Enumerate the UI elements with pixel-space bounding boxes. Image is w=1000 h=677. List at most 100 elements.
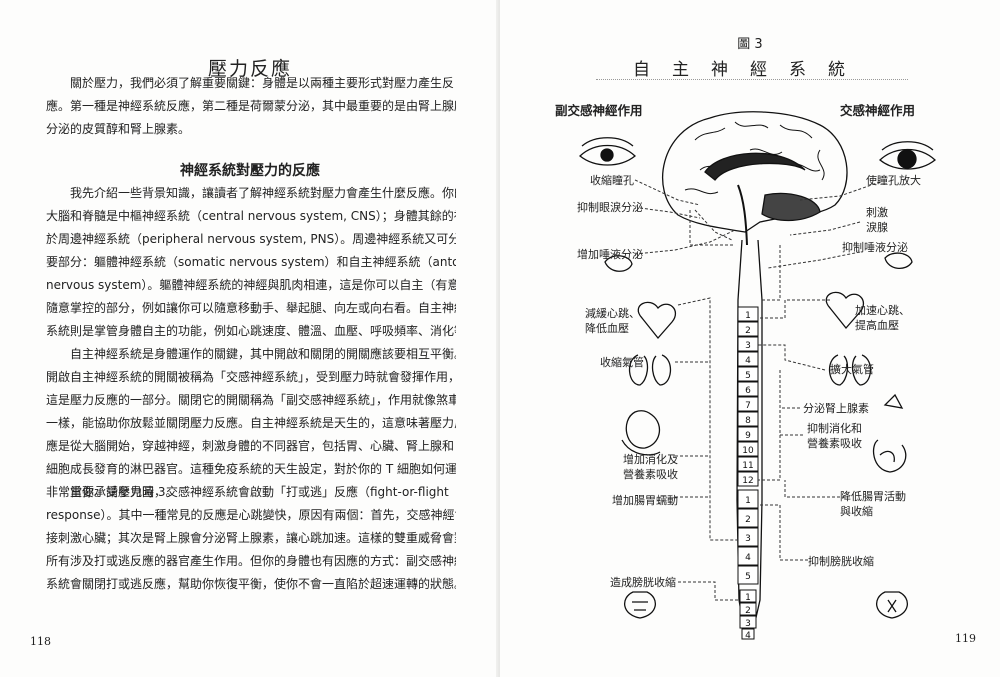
nerve-connectors: [634, 179, 881, 601]
label-constrict-bronchi: 收縮氣管: [600, 356, 644, 369]
stomach-left: [621, 410, 661, 456]
figure-number: 圖 3: [737, 37, 763, 52]
lungs-left: [628, 354, 672, 386]
vertebra-label: 1: [745, 496, 751, 506]
label-stimulate-tears: 刺激 淚腺: [866, 205, 888, 235]
brain-outline: [662, 111, 848, 233]
page-number: 118: [30, 635, 51, 648]
label-bladder-contract: 造成膀胱收縮: [610, 576, 676, 589]
label-line: 加速心跳、: [855, 304, 910, 317]
vertebra-label: 11: [742, 461, 753, 471]
heart-right: [825, 291, 865, 330]
vertebra-label: 3: [745, 619, 751, 629]
label-line: 減緩心跳、: [585, 307, 640, 320]
text-line: response）。其中一種常見的反應是心跳變快，原因有兩個：首先，交感神經會直: [46, 508, 456, 522]
label-line: 降低腸胃活動: [840, 490, 906, 503]
page-title: 壓力反應: [207, 58, 292, 80]
vertebra-label: 1: [745, 593, 751, 603]
text-line: 於周邊神經系統（peripheral nervous system, PNS）。…: [46, 232, 456, 246]
heart-left: [637, 301, 677, 340]
text-line: 一樣，能協助你放鬆並關閉壓力反應。自主神經系統是天生的，這意味著壓力反: [46, 416, 456, 430]
section-heading: 神經系統對壓力的反應: [180, 163, 320, 179]
label-inhibit-bladder: 抑制膀胱收縮: [808, 555, 874, 568]
page-number: 119: [955, 632, 976, 645]
text-line: 開啟自主神經系統的開關被稱為「交感神經系統」，受到壓力時就會發揮作用，: [46, 370, 456, 384]
vertebra-label: 3: [745, 534, 751, 544]
label-line: 提高血壓: [855, 319, 899, 332]
label-dilate-bronchi: 擴大氣管: [830, 363, 874, 376]
figure-title-rule: [596, 79, 908, 80]
label-line: 降低血壓: [585, 322, 629, 335]
text-line: 大腦和脊髓是中樞神經系統（central nervous system, CNS…: [46, 209, 456, 223]
text-line: nervous system）。軀體神經系統的神經與肌肉相連，這是你可以自主（有…: [46, 278, 456, 292]
vertebra-label: 8: [745, 416, 751, 426]
corpus-callosum: [704, 152, 806, 181]
vertebrae: [737, 306, 759, 640]
label-inhibit-saliva: 抑制唾液分泌: [842, 241, 908, 254]
paragraph-cns: 我先介紹一些背景知識，讓讀者了解神經系統對壓力會產生什麼反應。你的 大腦和脊髓是…: [46, 182, 456, 343]
figure-title: 自主神經系統: [633, 60, 867, 80]
text-line: 所有涉及打或逃反應的器官產生作用。但你的身體也有因應的方式：副交感神經: [46, 554, 456, 568]
vertebra-label: 5: [745, 371, 751, 381]
text-line: 應。第一種是神經系統反應，第二種是荷爾蒙分泌，其中最重要的是由腎上腺所: [46, 99, 456, 113]
vertebra-label: 4: [745, 356, 751, 366]
left-page: 壓力反應 關於壓力，我們必須了解重要關鍵：身體是以兩種主要形式對壓力產生反 應。…: [30, 58, 456, 648]
vertebra-label: 2: [745, 515, 751, 525]
text-line: 系統則是掌管身體自主的功能，例如心跳速度、體溫、血壓、呼吸頻率、消化等。: [46, 324, 456, 338]
text-line: 這是壓力反應的一部分。關閉它的開關稱為「副交感神經系統」，作用就像煞車: [46, 393, 456, 407]
brainstem: [737, 184, 748, 246]
text-line: 細胞成長發育的淋巴器官。這種免疫系統的天生設定，對於你的 T 細胞如何運作: [46, 462, 456, 476]
intestines-right: [872, 439, 907, 473]
text-line: 分泌的皮質醇和腎上腺素。: [46, 122, 191, 136]
label-reduce-bowel: 降低腸胃活動 與收縮: [840, 489, 906, 519]
vertebra-label: 9: [745, 431, 751, 441]
salivary-gland-right: [884, 252, 913, 269]
label-constrict-pupil: 收縮瞳孔: [590, 174, 634, 187]
text-line: 我先介紹一些背景知識，讓讀者了解神經系統對壓力會產生什麼反應。你的: [70, 186, 456, 200]
label-line: 增加消化及: [623, 453, 678, 466]
text-line: 關於壓力，我們必須了解重要關鍵：身體是以兩種主要形式對壓力產生反: [70, 76, 455, 90]
salivary-gland-left: [604, 255, 633, 272]
text-line: 隨意掌控的部分，例如讓你可以隨意移動手、舉起腿、向左或向右看。自主神經: [46, 301, 456, 315]
text-line: 要部分：軀體神經系統（somatic nervous system）和自主神經系…: [46, 255, 456, 269]
text-line: 接刺激心臟；其次是腎上腺會分泌腎上腺素，讓心跳加速。這樣的雙重威脅會對: [46, 531, 456, 545]
label-speed-heart: 加速心跳、 提高血壓: [855, 303, 910, 333]
adrenal-gland-right: [883, 393, 904, 409]
parasympathetic-heading: 副交感神經作用: [555, 103, 643, 118]
label-increase-digestion: 增加消化及 營養素吸收: [623, 452, 678, 482]
text-line: 應是從大腦開始，穿越神經，刺激身體的不同器官，包括胃、心臟、腎上腺和 T: [46, 439, 456, 453]
label-inhibit-digestion: 抑制消化和 營養素吸收: [807, 421, 862, 451]
text-line: 系統會關閉打或逃反應，幫助你恢復平衡，使你不會一直陷於超速運轉的狀態。: [46, 577, 456, 591]
label-line: 與收縮: [840, 505, 873, 518]
vertebra-label: 12: [742, 476, 753, 486]
text-line: 當你承受壓力時，交感神經系統會啟動「打或逃」反應（fight-or-flight: [70, 485, 449, 499]
label-secrete-adrenaline: 分泌腎上腺素: [803, 402, 869, 415]
vertebra-label: 10: [742, 446, 754, 456]
vertebra-label: 2: [745, 606, 751, 616]
spinal-cord-right-edge: [751, 239, 763, 636]
lungs-right: [828, 354, 872, 386]
autonomic-nervous-system-diagram: 1 2 3 4 5 6 7 8 9 10 11 12 1 2 3 4 5 1 2…: [579, 111, 936, 641]
label-dilate-pupil: 使瞳孔放大: [866, 174, 921, 187]
vertebra-label: 4: [745, 553, 751, 563]
vertebra-label: 1: [745, 311, 751, 321]
label-line: 抑制消化和: [807, 422, 862, 435]
sympathetic-heading: 交感神經作用: [840, 103, 916, 118]
label-line: 營養素吸收: [623, 468, 678, 481]
vertebra-label: 3: [745, 341, 751, 351]
label-line: 營養素吸收: [807, 437, 862, 450]
vertebra-label: 5: [745, 572, 751, 582]
eye-left: [579, 137, 636, 166]
label-inhibit-tears: 抑制眼淚分泌: [577, 201, 643, 214]
vertebra-label: 2: [745, 326, 751, 336]
eye-right: [879, 141, 936, 170]
bladder-left: [624, 591, 656, 619]
paragraph-autonomic: 自主神經系統是身體運作的關鍵，其中開啟和關閉的開關應該要相互平衡。 開啟自主神經…: [46, 343, 456, 504]
bladder-right: [876, 591, 908, 619]
intro-paragraph: 關於壓力，我們必須了解重要關鍵：身體是以兩種主要形式對壓力產生反 應。第一種是神…: [46, 72, 456, 141]
label-line: 淚腺: [866, 221, 888, 234]
vertebra-label: 4: [745, 631, 751, 641]
label-increase-bowel: 增加腸胃蠕動: [612, 494, 678, 507]
text-line: 非常重要。請參見圖 3。: [46, 485, 178, 499]
